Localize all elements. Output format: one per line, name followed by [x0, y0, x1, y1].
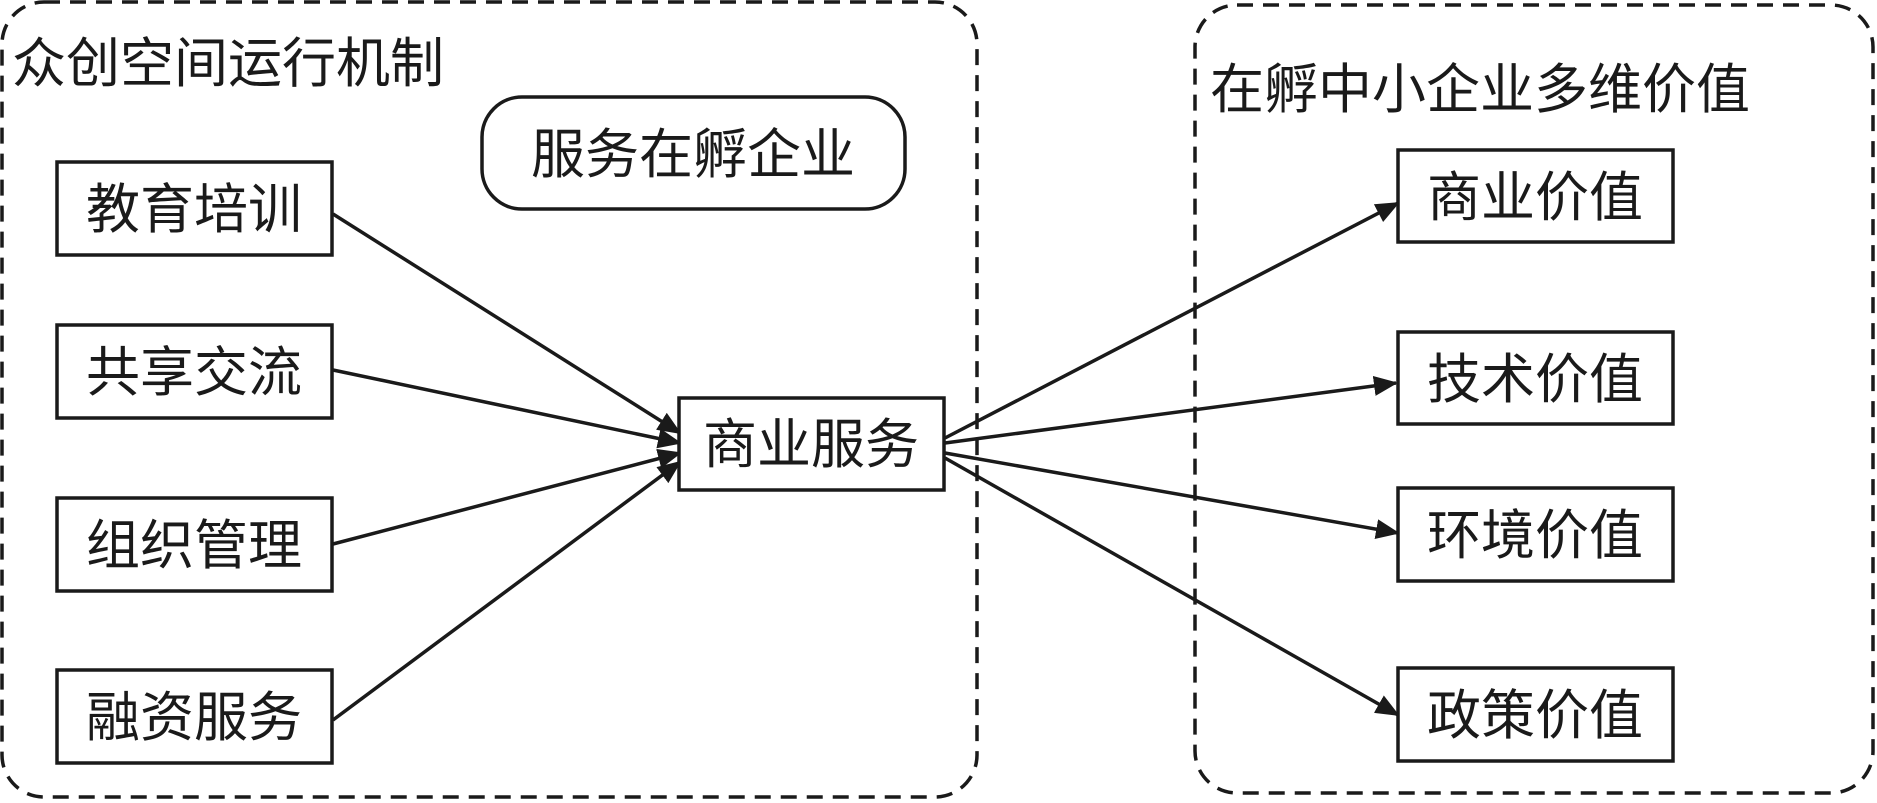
- edge-sharing-to-business-service: [332, 368, 682, 449]
- sharing-label: 共享交流: [86, 341, 302, 404]
- policy-value-label: 政策价值: [1427, 684, 1643, 747]
- education-box: [55, 160, 334, 257]
- edge-organization-to-business-service: [332, 448, 682, 546]
- edge-education-to-business-service: [332, 212, 682, 435]
- edge-business-service-to-technical-value: [944, 375, 1398, 445]
- technical-value-label: 技术价值: [1427, 348, 1643, 411]
- edge-financing-to-business-service: [331, 460, 682, 722]
- technical-value-box: [1396, 330, 1675, 426]
- service-incubated-box: [480, 95, 907, 211]
- commercial-value-label: 商业价值: [1427, 166, 1643, 229]
- right-group-frame: [1193, 3, 1875, 795]
- business-service-box: [677, 396, 946, 492]
- environment-value-box: [1396, 486, 1675, 583]
- right-group-title: 在孵中小企业多维价值: [1210, 58, 1750, 121]
- left-group-frame: [0, 0, 979, 799]
- edges: [331, 201, 1400, 722]
- edge-business-service-to-environment-value: [944, 451, 1400, 540]
- policy-value-box: [1396, 666, 1675, 763]
- commercial-value-box: [1396, 148, 1675, 244]
- organization-label: 组织管理: [86, 514, 302, 577]
- education-label: 教育培训: [86, 178, 302, 241]
- sharing-box: [55, 323, 334, 420]
- financing-box: [55, 668, 334, 765]
- left-group-title: 众创空间运行机制: [12, 32, 444, 95]
- financing-label: 融资服务: [86, 686, 302, 749]
- service-incubated-label: 服务在孵企业: [531, 123, 855, 186]
- environment-value-label: 环境价值: [1427, 504, 1643, 567]
- edge-business-service-to-commercial-value: [944, 201, 1400, 440]
- edge-business-service-to-policy-value: [944, 456, 1400, 717]
- organization-box: [55, 496, 334, 593]
- business-service-label: 商业服务: [703, 413, 919, 476]
